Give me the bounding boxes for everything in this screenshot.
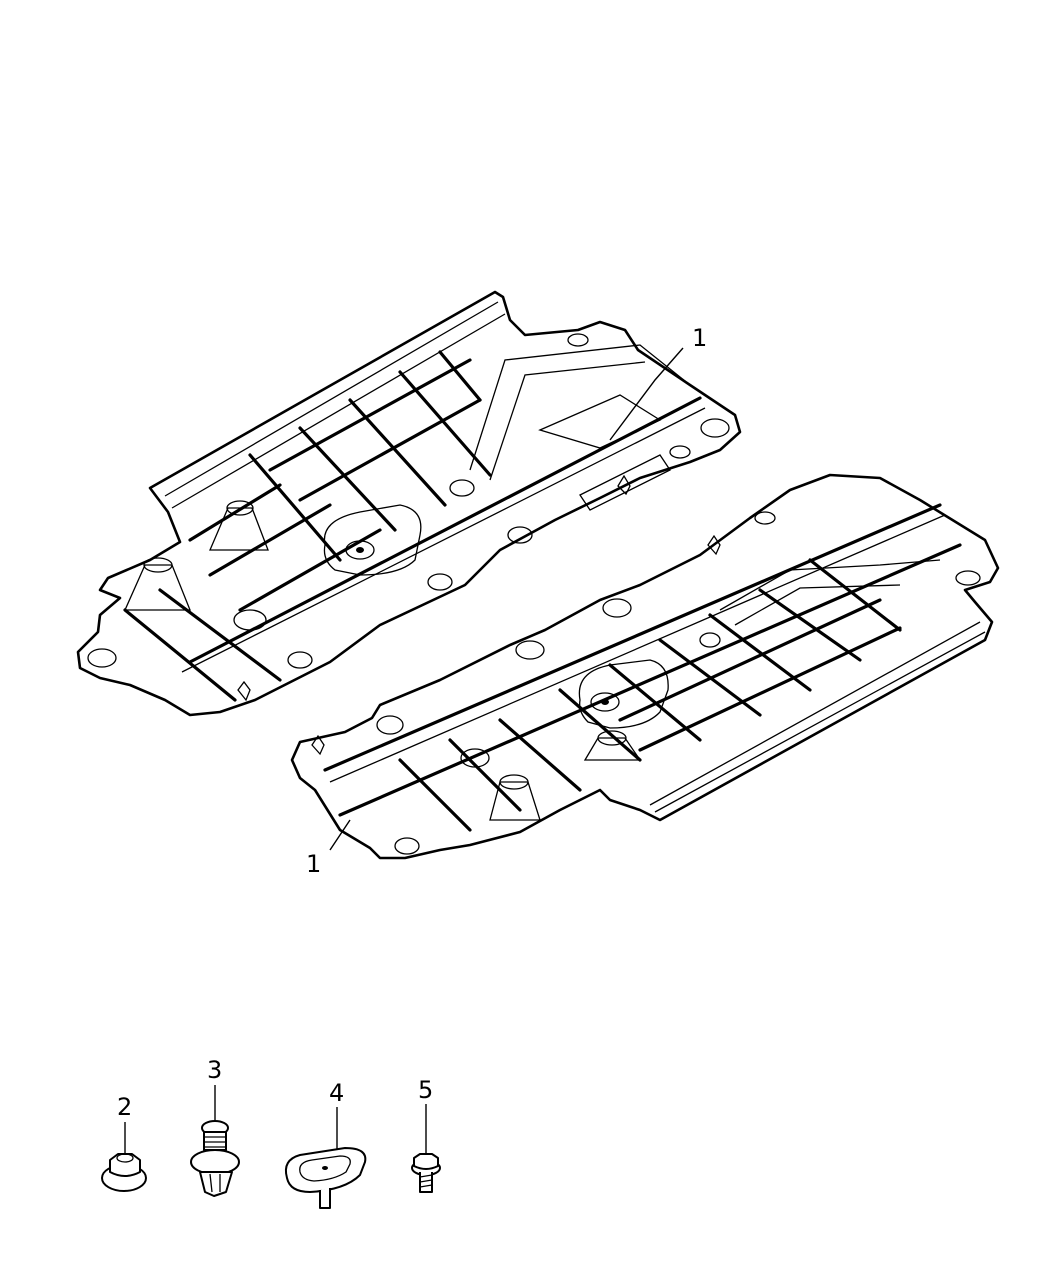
underbody-shield-right[interactable] bbox=[290, 473, 1000, 860]
callout-label-shield-left: 1 bbox=[692, 324, 707, 352]
callout-label-shield-right: 1 bbox=[306, 850, 321, 878]
callout-label-nut: 2 bbox=[117, 1093, 132, 1121]
hex-bolt[interactable] bbox=[411, 1153, 441, 1193]
push-pin-fastener[interactable] bbox=[190, 1120, 240, 1197]
leader-line-shield-left bbox=[609, 347, 684, 441]
callout-label-bolt: 5 bbox=[418, 1076, 433, 1104]
retainer-clip[interactable] bbox=[284, 1147, 367, 1209]
callout-label-clip: 4 bbox=[329, 1079, 344, 1107]
underbody-shield-left[interactable] bbox=[76, 290, 742, 717]
leader-line-shield-right bbox=[329, 819, 351, 851]
callout-label-push-pin: 3 bbox=[207, 1056, 222, 1084]
flange-nut[interactable] bbox=[101, 1153, 147, 1192]
